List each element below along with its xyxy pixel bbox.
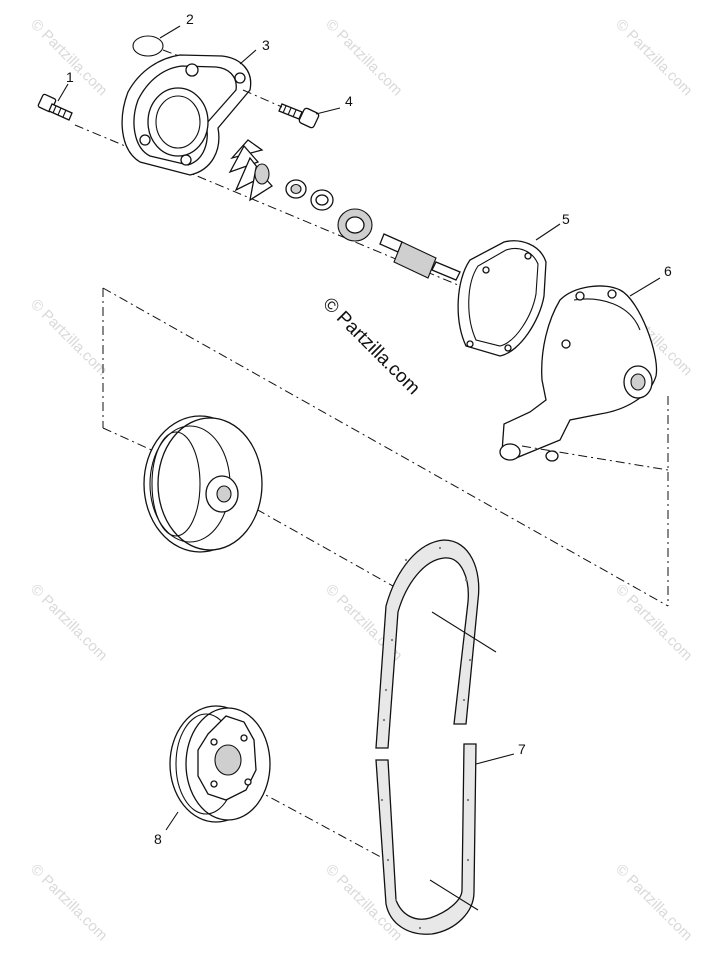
- lower-pulley-part-8: [169, 705, 271, 823]
- watermark-tile: © Partzilla.com: [612, 861, 695, 944]
- gasket-part-5: [457, 240, 547, 357]
- watermark-tile: © Partzilla.com: [27, 296, 110, 379]
- callout-3: 3: [262, 37, 270, 53]
- pump-body-part-6: [499, 285, 658, 462]
- belt-pointer-lower: [429, 879, 479, 911]
- watermark-tile: © Partzilla.com: [27, 581, 110, 664]
- bolt-part-4: [278, 103, 320, 129]
- pump-cover-part-3: [121, 54, 252, 176]
- belt-pointer-upper: [431, 611, 497, 653]
- belt-routing-lines: [102, 287, 669, 863]
- watermark-tile: © Partzilla.com: [612, 581, 695, 664]
- o-ring-axis-line: [162, 49, 196, 63]
- callout-6: 6: [664, 263, 672, 279]
- watermark-tile: © Partzilla.com: [612, 16, 695, 99]
- bearing: [337, 208, 373, 242]
- bolt-part-1: [37, 93, 73, 121]
- watermark-tile: © Partzilla.com: [27, 16, 110, 99]
- seal-ring: [310, 189, 334, 211]
- callout-5: 5: [562, 211, 570, 227]
- watermark-center: © Partzilla.com: [318, 294, 423, 399]
- watermark-tile: © Partzilla.com: [27, 861, 110, 944]
- callout-4: 4: [345, 93, 353, 109]
- belt-speckle: [380, 546, 472, 930]
- callout-1: 1: [66, 69, 74, 85]
- drive-belt-part-7: [375, 539, 480, 935]
- o-ring-part-2: [132, 35, 164, 57]
- upper-pulley: [143, 415, 263, 553]
- callout-2: 2: [186, 11, 194, 27]
- watermark-tile: © Partzilla.com: [322, 16, 405, 99]
- callout-8: 8: [154, 831, 162, 847]
- pump-shaft: [379, 233, 461, 281]
- impeller: [228, 139, 273, 202]
- seal-washer: [285, 179, 307, 199]
- callout-leaders: [57, 25, 661, 831]
- bolt-axis-line: [242, 89, 283, 108]
- watermark-tiles: © Partzilla.com © Partzilla.com © Partzi…: [27, 16, 695, 944]
- callout-7: 7: [518, 741, 526, 757]
